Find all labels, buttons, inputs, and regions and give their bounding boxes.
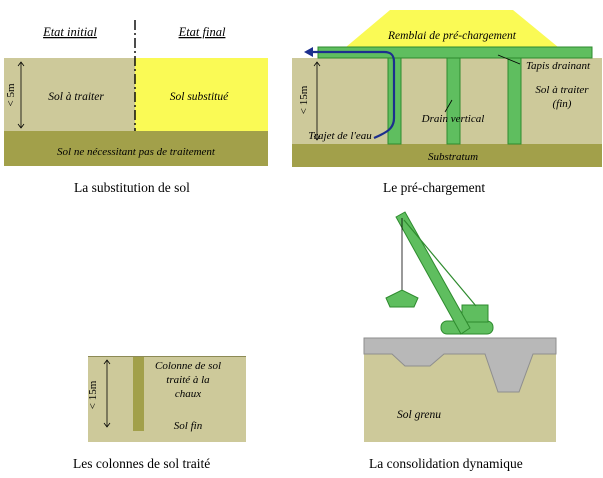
- fine-soil-label: Sol fin: [174, 420, 203, 432]
- base-label: Sol ne nécessitant pas de traitement: [57, 146, 216, 158]
- depth-label: < 15m: [87, 380, 99, 409]
- crane-cab: [461, 304, 489, 323]
- blanket-leader: [497, 54, 521, 65]
- panel-prechargement: Remblai de pré-chargement Tapis drainant…: [292, 10, 602, 167]
- drop-weight: [385, 289, 419, 308]
- compacted-surface: [363, 337, 557, 393]
- soil-to-treat-layer: [4, 58, 135, 131]
- vertical-drain-2: [446, 57, 461, 145]
- soil-label: Sol à traiter: [535, 84, 589, 96]
- depth-arrow: [313, 61, 321, 141]
- blanket-label: Tapis drainant: [526, 60, 591, 72]
- header-initial: Etat initial: [42, 25, 97, 39]
- caption-prechargement: Le pré-chargement: [383, 180, 486, 195]
- substituted-soil-layer: [135, 58, 268, 131]
- crane: [385, 211, 494, 335]
- caption-substitution: La substitution de sol: [74, 180, 190, 195]
- column-label-3: chaux: [175, 388, 201, 400]
- granular-soil-label: Sol grenu: [397, 409, 441, 421]
- substratum-label: Substratum: [428, 151, 478, 163]
- substratum-layer: [292, 144, 602, 167]
- untreated-base-layer: [4, 131, 268, 166]
- substituted-soil-label: Sol substitué: [170, 91, 229, 103]
- caption-columns: Les colonnes de sol traité: [73, 456, 211, 471]
- panel-columns: < 15m Colonne de sol traité à la chaux S…: [87, 356, 246, 442]
- depth-arrow: [17, 61, 25, 129]
- panel-dynamic: Sol grenu: [363, 211, 557, 442]
- vertical-drain-3: [507, 57, 522, 145]
- caption-dynamic: La consolidation dynamique: [369, 456, 523, 471]
- soil-to-treat-label: Sol à traiter: [48, 91, 104, 103]
- crane-boom: [395, 211, 471, 335]
- drain-label: Drain vertical: [421, 113, 485, 125]
- panel-substitution: Etat initial Etat final < 5m Sol à trait…: [4, 20, 268, 166]
- embankment-shape: [346, 10, 558, 47]
- fine-soil-layer: [88, 356, 246, 442]
- water-path: [310, 50, 396, 140]
- column-label-1: Colonne de sol: [155, 360, 221, 372]
- embankment-label: Remblai de pré-chargement: [387, 30, 517, 42]
- depth-label: < 5m: [5, 83, 17, 106]
- water-label: Trajet de l'eau: [308, 130, 372, 142]
- water-arrowhead: [304, 47, 313, 57]
- column-label-2: traité à la: [166, 374, 210, 386]
- depth-label: < 15m: [298, 85, 310, 114]
- header-final: Etat final: [178, 25, 226, 39]
- crane-stay: [403, 219, 477, 307]
- drain-leader: [444, 99, 453, 113]
- soil-note: (fin): [553, 98, 572, 110]
- lime-column: [133, 357, 144, 431]
- depth-arrow: [103, 359, 111, 428]
